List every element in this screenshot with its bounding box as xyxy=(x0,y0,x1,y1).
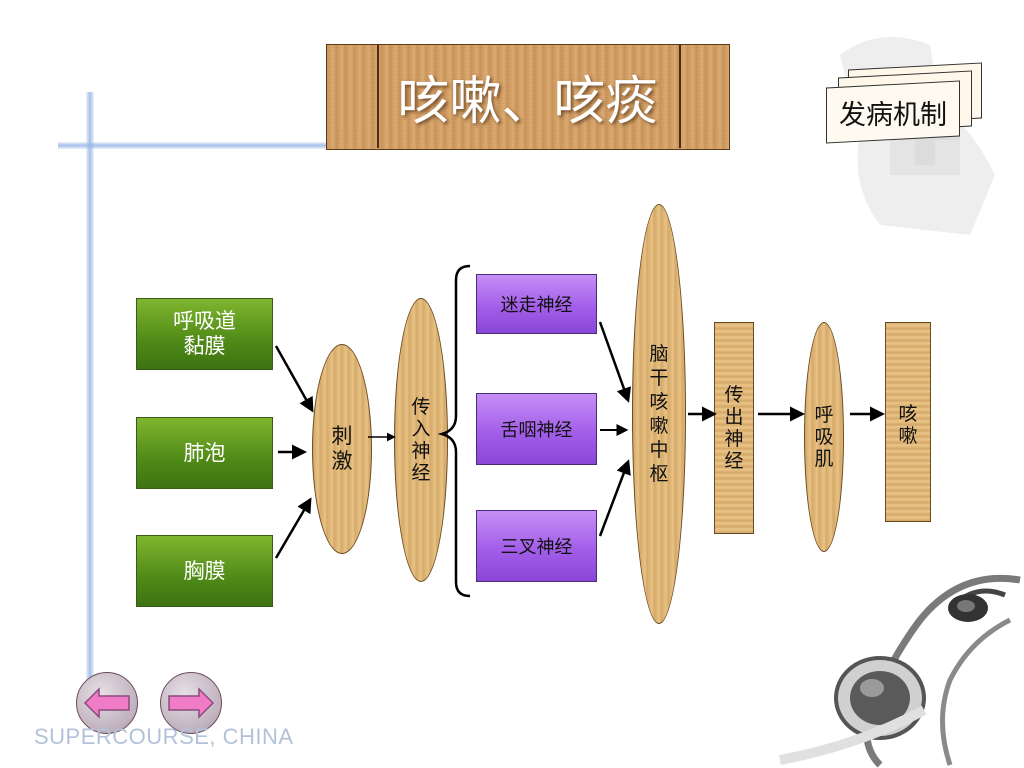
nerve-label: 迷走神经 xyxy=(500,295,573,316)
stimulus-label: 刺 激 xyxy=(331,424,353,473)
source-box-airway-mucosa: 呼吸道 黏膜 xyxy=(136,298,273,370)
center-label: 脑 干 咳 嗽 中 枢 xyxy=(649,343,669,485)
stimulus-oval: 刺 激 xyxy=(312,344,372,554)
decorative-vertical-line xyxy=(86,92,94,692)
efferent-label: 传 出 神 经 xyxy=(724,384,744,472)
mechanism-badge: 发病机制 xyxy=(839,99,947,131)
next-slide-button[interactable] xyxy=(160,672,222,734)
source-label: 胸膜 xyxy=(183,558,226,583)
banner-divider-left xyxy=(377,45,379,148)
afferent-nerve-oval: 传 入 神 经 xyxy=(394,298,448,582)
source-box-alveoli: 肺泡 xyxy=(136,417,273,489)
source-box-pleura: 胸膜 xyxy=(136,535,273,607)
arrow-trigeminal-to-center xyxy=(598,459,631,537)
respiratory-muscle-oval: 呼 吸 肌 xyxy=(804,322,844,552)
efferent-nerve-box: 传 出 神 经 xyxy=(714,322,754,534)
muscle-label: 呼 吸 肌 xyxy=(814,404,834,470)
nerve-box-trigeminal: 三叉神经 xyxy=(476,510,597,582)
result-label: 咳 嗽 xyxy=(898,403,918,447)
nerve-box-glossopharyngeal: 舌咽神经 xyxy=(476,393,597,465)
source-label: 呼吸道 黏膜 xyxy=(173,309,236,358)
badge-paper-front: 发病机制 xyxy=(826,80,960,144)
arrow-mucosa-to-stimulus xyxy=(274,345,314,413)
prev-slide-button[interactable] xyxy=(76,672,138,734)
cough-center-oval: 脑 干 咳 嗽 中 枢 xyxy=(632,204,686,624)
stethoscope-icon xyxy=(779,574,1021,768)
title-banner: 咳嗽、咳痰 xyxy=(326,44,730,150)
source-label: 肺泡 xyxy=(183,440,226,465)
arrow-pleura-to-stimulus xyxy=(274,497,312,559)
decorative-horizontal-line xyxy=(58,142,328,149)
nerve-box-vagus: 迷走神经 xyxy=(476,274,597,334)
arrow-vagus-to-center xyxy=(598,321,632,403)
nerve-label: 舌咽神经 xyxy=(500,420,573,441)
arrow-right-icon xyxy=(168,687,215,719)
nerve-label: 三叉神经 xyxy=(500,537,573,558)
arrow-left-icon xyxy=(83,687,130,719)
afferent-label: 传 入 神 经 xyxy=(411,396,431,484)
cough-result-box: 咳 嗽 xyxy=(885,322,931,522)
banner-divider-right xyxy=(679,45,681,148)
page-title: 咳嗽、咳痰 xyxy=(397,72,658,132)
footer-brand: SUPERCOURSE, CHINA xyxy=(34,724,294,749)
